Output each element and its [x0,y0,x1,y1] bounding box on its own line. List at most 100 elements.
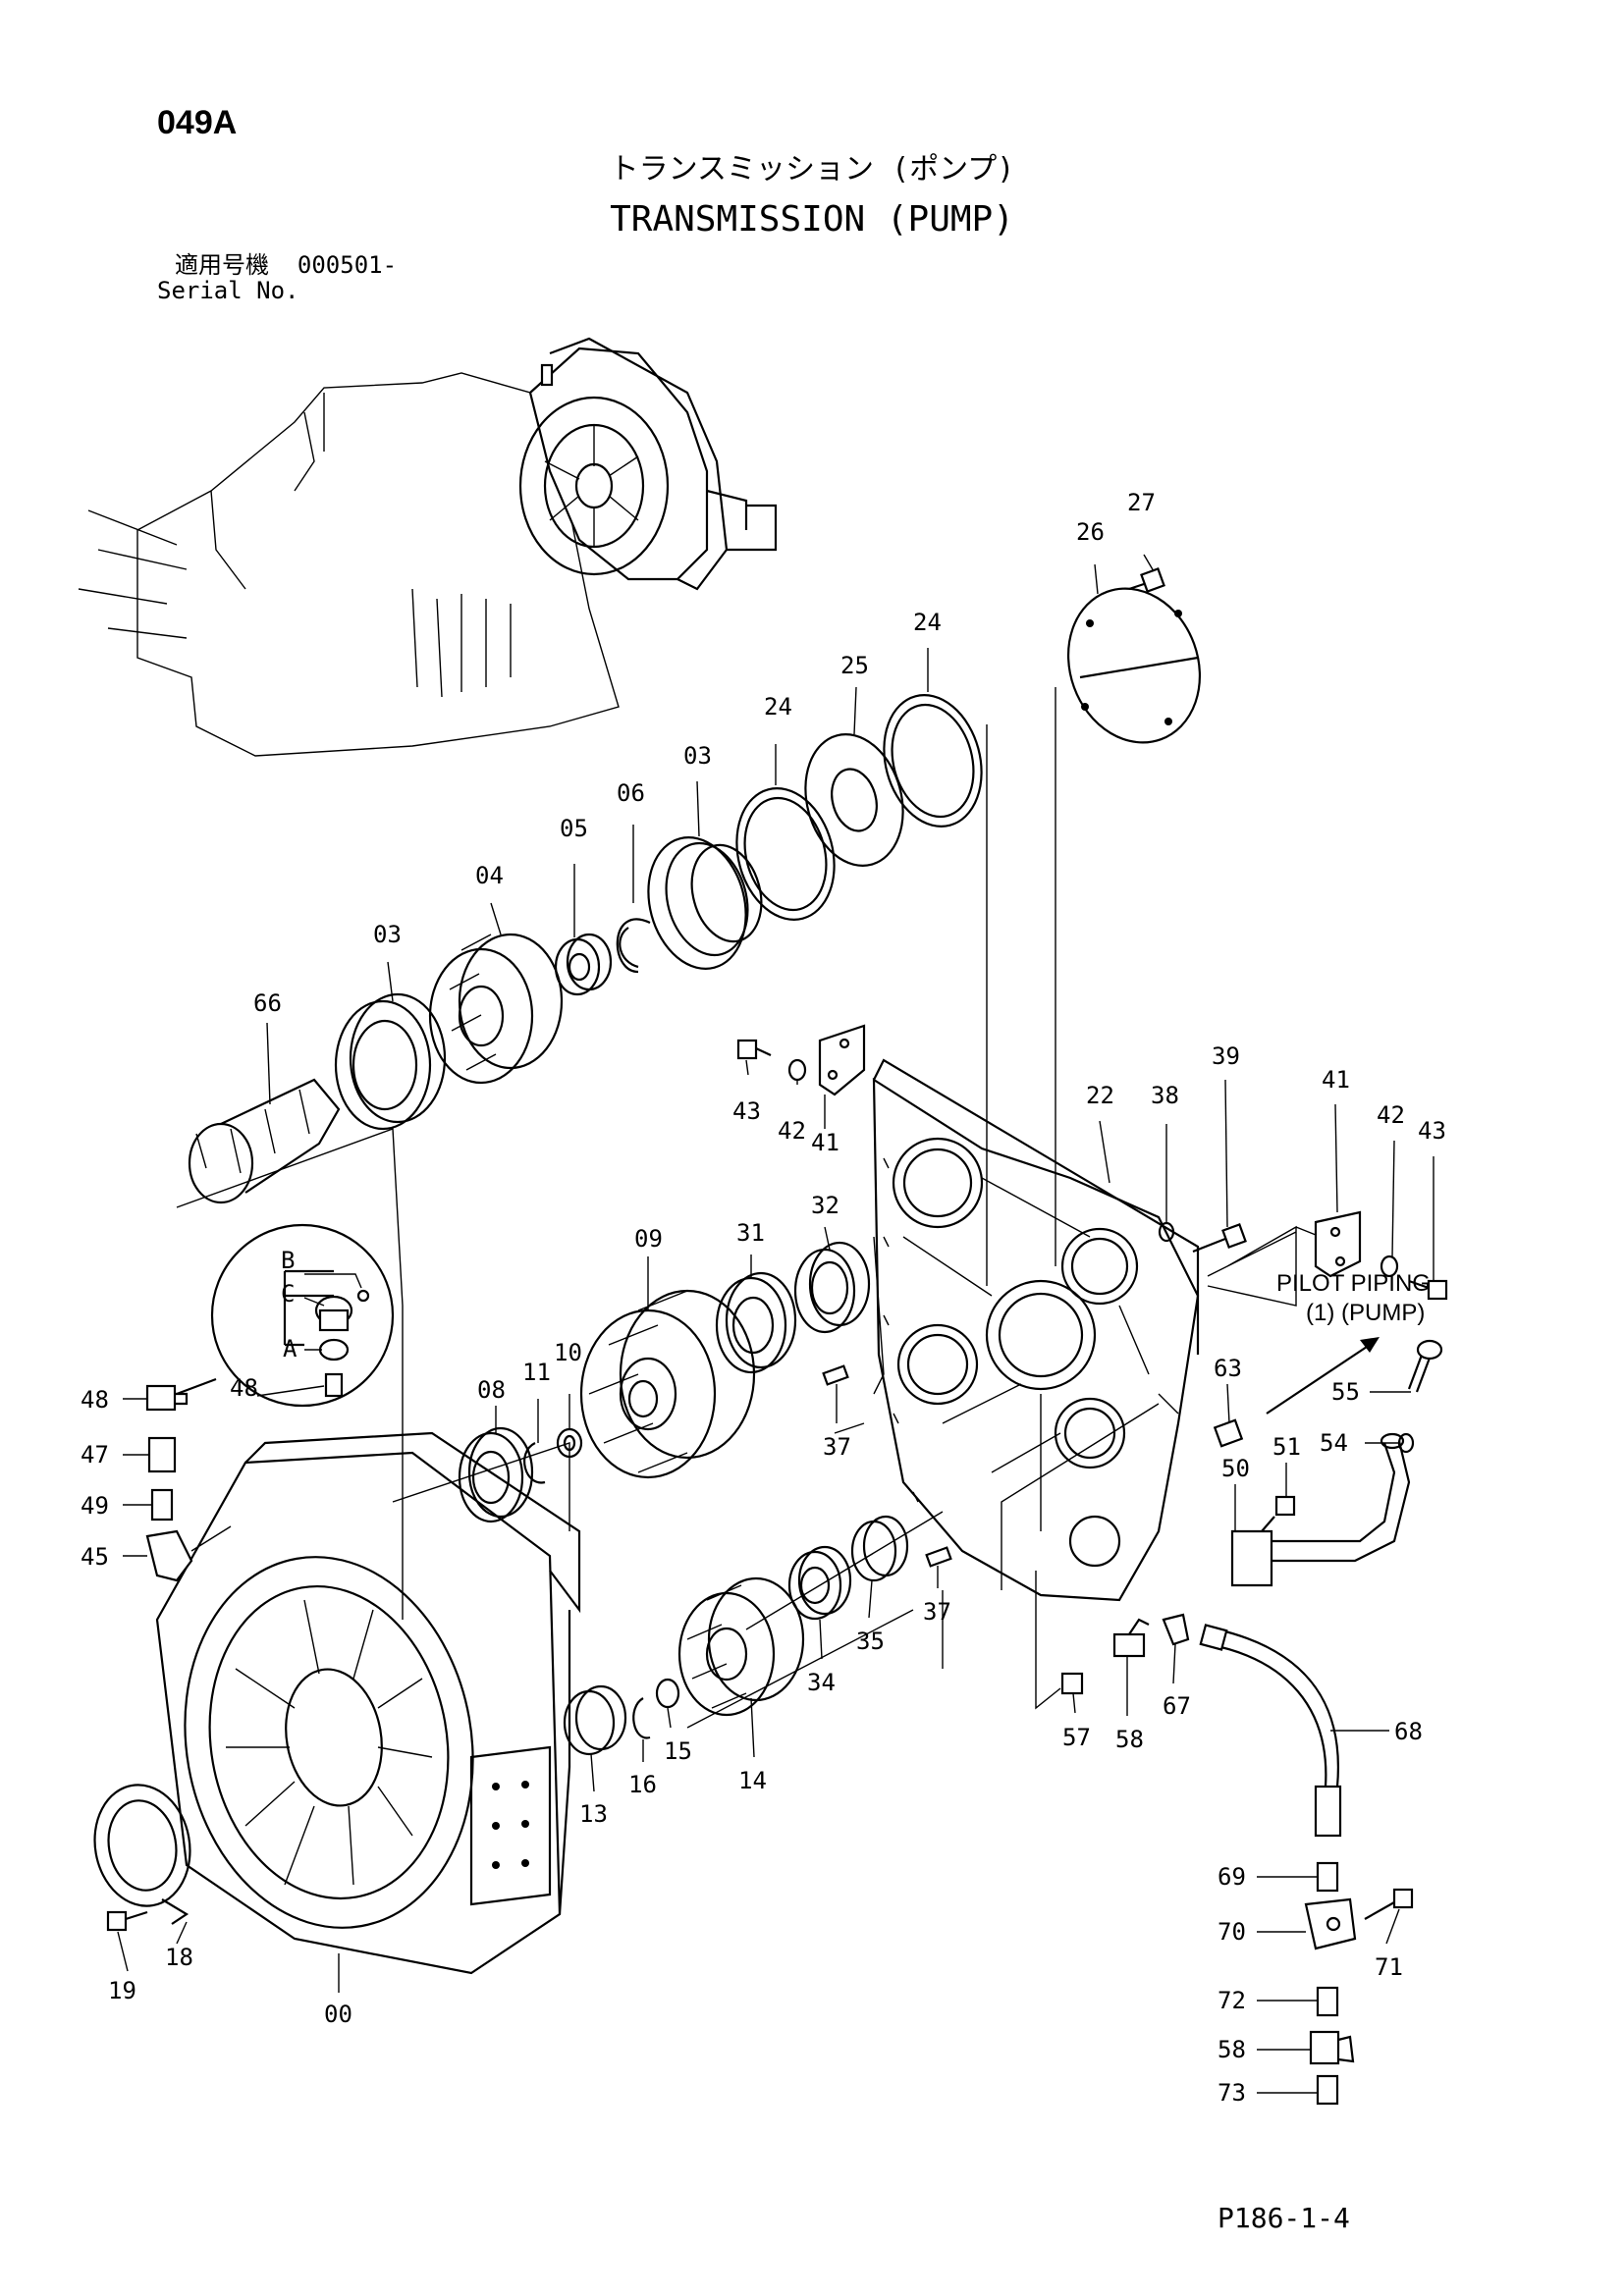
callout-37-upper: 37 [823,1433,851,1461]
part-16-snap-ring [632,1697,651,1739]
part-15-washer [655,1678,680,1709]
page-code: 049A [157,104,238,141]
pilot-piping-arrow [1266,1337,1380,1415]
part-41-bracket-left [818,1024,866,1096]
callout-41-right: 41 [1322,1066,1350,1094]
part-42-washer-right [1380,1255,1399,1278]
pilot-piping-sublabel: (1) (PUMP) [1306,1300,1426,1326]
part-19-bolt [106,1910,148,1932]
footer-page-ref: P186-1-4 [1218,2202,1350,2234]
callout-37-lower: 37 [923,1598,951,1626]
part-48-plug [145,1384,189,1412]
callout-67: 67 [1163,1692,1191,1720]
leader-lines [117,554,1435,2094]
callout-38: 38 [1151,1082,1179,1109]
callout-71: 71 [1375,1953,1403,1981]
part-03-bearing-upper [647,836,763,970]
part-13-sleeve [563,1684,627,1756]
part-34-bearing [787,1545,852,1621]
part-18-seal-cover [93,1784,191,1925]
callout-b: B [281,1247,295,1274]
part-32-sleeve [793,1241,871,1334]
part-26-cover-plate [1066,587,1202,744]
part-35-sleeve [850,1515,909,1582]
callout-73: 73 [1218,2079,1246,2107]
callout-03-lower: 03 [373,921,402,948]
part-66-shaft [188,1078,341,1204]
callout-63: 63 [1214,1355,1242,1382]
callout-72: 72 [1218,1987,1246,2014]
engine-assembly-drawing [78,337,778,757]
part-42-washer-left [787,1058,807,1082]
callout-39: 39 [1212,1042,1240,1070]
part-37-pin-upper [822,1364,849,1386]
part-04-gear [428,933,564,1085]
callout-50: 50 [1221,1455,1250,1482]
callout-09: 09 [634,1225,663,1253]
part-06-snap-ring [616,918,651,974]
callout-47: 47 [81,1441,109,1468]
part-58-cock-lower [1309,2030,1355,2065]
callout-42-left: 42 [778,1117,806,1145]
part-03-bearing-lower [334,992,447,1131]
callout-16: 16 [628,1771,657,1798]
part-14-gear [677,1576,805,1717]
callout-c: C [281,1280,295,1308]
callout-24-left: 24 [764,693,792,721]
part-25-washer [804,733,904,867]
part-08-bearing [458,1426,534,1523]
serial-value: 000501- [297,251,398,279]
part-22-front-cover [872,1058,1200,1602]
callout-08: 08 [477,1376,506,1404]
part-47-hex-nut [147,1436,177,1473]
callout-55: 55 [1331,1378,1360,1406]
pilot-piping-label: PILOT PIPING [1276,1270,1431,1297]
callout-48-detail: 48 [230,1374,258,1402]
part-73-nipple [1316,2074,1339,2106]
part-51-bolt [1261,1495,1296,1532]
callout-45: 45 [81,1543,109,1571]
part-31-bearing [715,1271,797,1374]
part-37-pin-lower [925,1546,952,1568]
part-45-elbow [145,1525,232,1582]
callout-a: A [283,1335,298,1362]
callout-15: 15 [664,1737,692,1765]
callout-27: 27 [1127,489,1156,516]
part-43-bolt-right [1408,1279,1448,1301]
part-41-bracket-right [1314,1210,1362,1278]
callout-57: 57 [1062,1724,1091,1751]
callout-06: 06 [617,779,645,807]
part-57-nipple [1060,1672,1084,1695]
callout-10: 10 [554,1339,582,1366]
part-69-nipple [1316,1861,1339,1893]
callout-04: 04 [475,862,504,889]
part-05-collar [554,933,613,996]
bracket-guide-lines [1207,1225,1317,1307]
part-63-nipple [1213,1418,1244,1448]
callout-42-right: 42 [1377,1101,1405,1129]
serial-label-jp: 適用号機 [175,251,269,279]
callout-25: 25 [840,652,869,679]
callout-31: 31 [736,1219,765,1247]
callout-35: 35 [856,1628,885,1655]
callout-41-left: 41 [811,1129,839,1156]
callout-03-upper: 03 [683,742,712,770]
callout-34: 34 [807,1669,836,1696]
part-11-snap-ring [523,1442,546,1484]
part-27-bolt [1128,567,1165,593]
callout-49: 49 [81,1492,109,1520]
callout-22: 22 [1086,1082,1114,1109]
shaft-guide-line [176,1128,404,1307]
part-72-nipple [1316,1986,1339,2017]
part-39-bolt [1192,1223,1247,1254]
callout-11: 11 [522,1359,551,1386]
part-38-washer [1158,1221,1175,1243]
callout-labels: 27 26 24 25 24 03 06 05 04 03 66 43 42 4… [81,489,1446,2107]
callout-43-left: 43 [732,1097,761,1125]
callout-66: 66 [253,989,282,1017]
serial-label-en: Serial No. [157,277,299,304]
part-49-adapter [150,1488,174,1522]
callout-14: 14 [738,1767,767,1794]
callout-19: 19 [108,1977,136,2004]
